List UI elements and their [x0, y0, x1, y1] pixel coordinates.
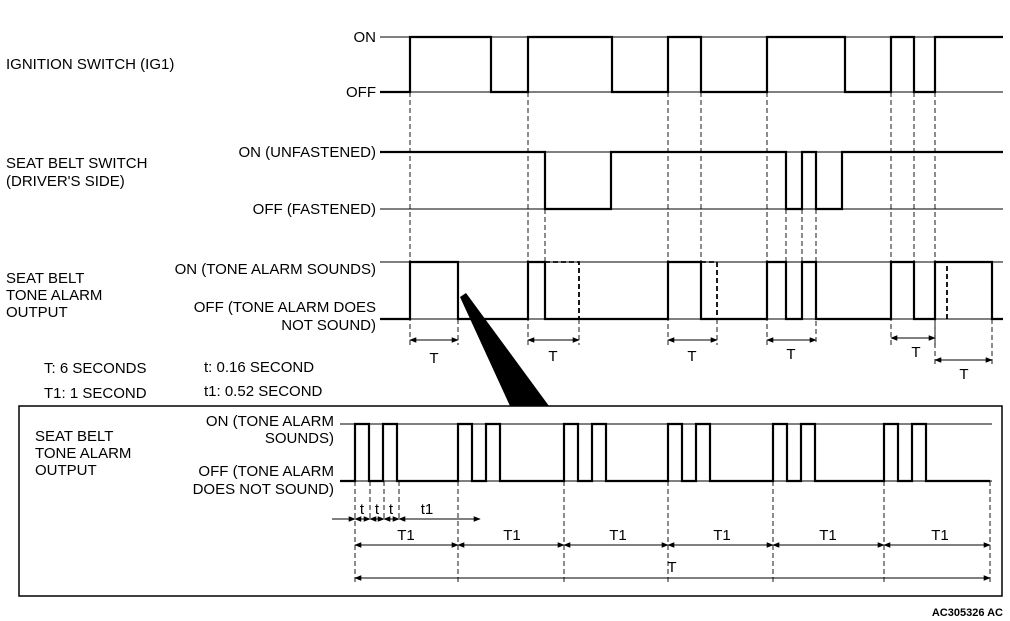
seat-belt-switch-name-line2: (DRIVER'S SIDE): [6, 173, 125, 190]
T1-label: T1: [397, 527, 415, 544]
detail-alignment-dashes: [354, 481, 991, 585]
detail-off-label-line2: DOES NOT SOUND): [193, 481, 334, 498]
switch-on-label: ON (UNFASTENED): [238, 144, 376, 161]
legend-t: t: 0.16 SECOND: [204, 359, 314, 376]
seat-belt-switch-waveform: [380, 150, 1003, 211]
alarm-output-waveform: [380, 260, 1003, 321]
t1-label: t1: [421, 501, 434, 518]
period-T-label: T: [429, 350, 438, 367]
reference-lines: [380, 36, 1003, 320]
period-T-label: T: [786, 346, 795, 363]
zoom-callout: [460, 293, 549, 406]
T1-label: T1: [713, 527, 731, 544]
period-T-label: T: [687, 348, 696, 365]
ignition-signal-name: IGNITION SWITCH (IG1): [6, 56, 174, 73]
alarm-output-name-line2: TONE ALARM: [6, 287, 102, 304]
period-T-label: T: [548, 348, 557, 365]
T1-label: T1: [503, 527, 521, 544]
alarm-output-name-line1: SEAT BELT: [6, 270, 84, 287]
ignition-on-label: ON: [354, 29, 377, 46]
alarm-output-name-line3: OUTPUT: [6, 304, 68, 321]
detail-off-label-line1: OFF (TONE ALARM: [198, 463, 334, 480]
detail-name-line3: OUTPUT: [35, 462, 97, 479]
detail-on-label-line1: ON (TONE ALARM: [206, 413, 334, 430]
alarm-off-label-line1: OFF (TONE ALARM DOES: [194, 299, 376, 316]
alarm-dashed-extensions: [545, 261, 948, 319]
legend-T1: T1: 1 SECOND: [44, 385, 147, 402]
period-T-label: T: [911, 344, 920, 361]
top-period-dimensions: [409, 335, 993, 363]
ignition-off-label: OFF: [346, 84, 376, 101]
detail-box: [18, 405, 1003, 597]
T1-label: T1: [931, 527, 949, 544]
period-T-label: T: [959, 366, 968, 383]
alarm-on-label: ON (TONE ALARM SOUNDS): [175, 261, 376, 278]
t-label: t: [375, 501, 380, 518]
reference-code: AC305326 AC: [932, 607, 1003, 619]
detail-alarm-waveform: [340, 422, 990, 483]
t-label: t: [360, 501, 365, 518]
switch-off-label: OFF (FASTENED): [253, 201, 376, 218]
detail-name-line2: TONE ALARM: [35, 445, 131, 462]
detail-name-line1: SEAT BELT: [35, 428, 113, 445]
legend-T: T: 6 SECONDS: [44, 360, 147, 377]
seat-belt-switch-name-line1: SEAT BELT SWITCH: [6, 155, 147, 172]
ignition-waveform: [380, 35, 1003, 94]
T1-label: T1: [819, 527, 837, 544]
alignment-dashes: [409, 92, 993, 365]
alarm-off-label-line2: NOT SOUND): [281, 317, 376, 334]
detail-on-label-line2: SOUNDS): [265, 430, 334, 447]
T-total-label: T: [667, 559, 676, 576]
T1-label: T1: [609, 527, 627, 544]
t-label: t: [389, 501, 394, 518]
legend-t1: t1: 0.52 SECOND: [204, 383, 323, 400]
